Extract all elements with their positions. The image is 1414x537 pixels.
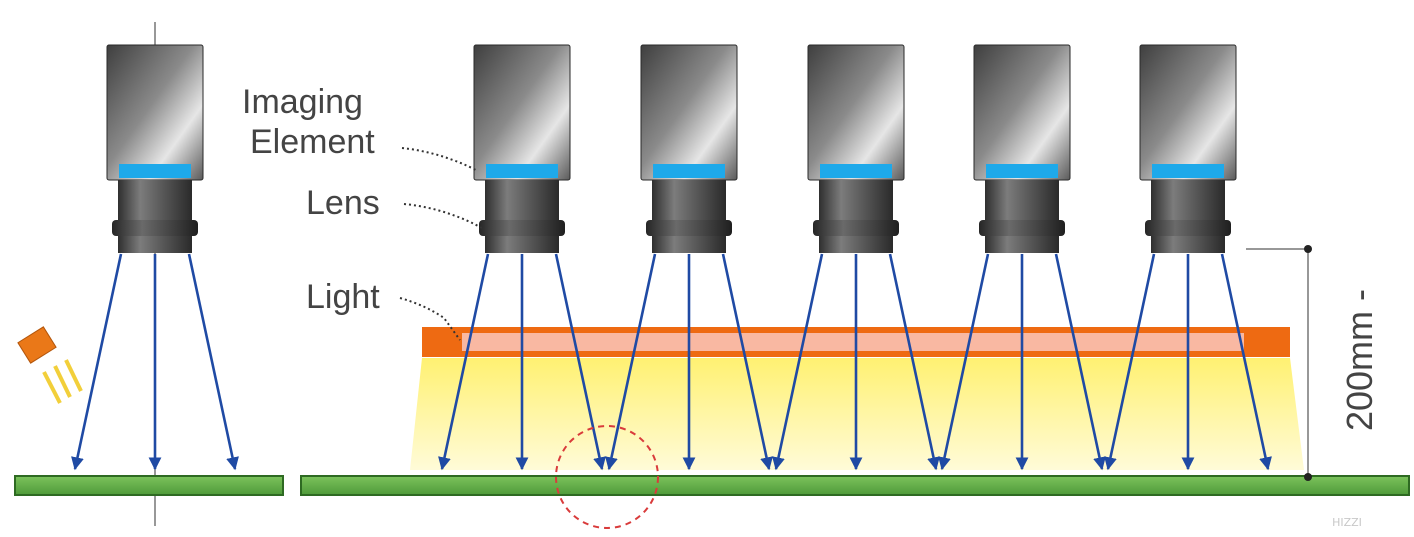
imaging-element-leader <box>401 147 477 171</box>
lens-body <box>485 180 559 220</box>
target-board-left <box>14 475 284 496</box>
lens-label: Lens <box>306 184 380 222</box>
imaging-element <box>1152 164 1224 178</box>
imaging-element <box>486 164 558 178</box>
camera-body <box>106 44 204 181</box>
ray-arrow <box>187 253 239 471</box>
dimension-bottom-dot <box>1304 473 1312 481</box>
side-light-source <box>17 326 57 364</box>
ray-arrow <box>1220 253 1272 471</box>
imaging-element <box>119 164 191 178</box>
lens-tip <box>1151 236 1225 253</box>
single-camera-rays <box>71 253 239 471</box>
ray-arrow <box>554 253 606 471</box>
lens-leader <box>403 203 483 229</box>
component-labels: Imaging Element Lens Light <box>242 83 483 341</box>
height-label: 200mm - <box>1339 289 1380 431</box>
lens-body <box>985 180 1059 220</box>
camera-body <box>640 44 738 181</box>
camera-4 <box>973 44 1071 253</box>
multi-camera-rays <box>438 253 1272 471</box>
side-light-ray <box>53 365 72 398</box>
ray-arrow <box>772 253 824 471</box>
lens-ring <box>979 220 1065 236</box>
camera-3 <box>807 44 905 253</box>
imaging-element <box>986 164 1058 178</box>
ray-arrow <box>605 253 657 471</box>
imaging-element <box>820 164 892 178</box>
target-board-right <box>300 475 1410 496</box>
lens-body <box>1151 180 1225 220</box>
camera-body <box>973 44 1071 181</box>
ray-arrow <box>721 253 773 471</box>
imaging-element <box>653 164 725 178</box>
single-camera-setup <box>14 22 284 526</box>
height-dimension: 200mm - <box>1246 245 1380 481</box>
lens-tip <box>652 236 726 253</box>
side-light-ray <box>64 359 83 392</box>
lens-tip <box>118 236 192 253</box>
light-bar-highlight <box>462 333 1244 351</box>
ray-arrow <box>938 253 990 471</box>
lens-ring <box>646 220 732 236</box>
camera-5 <box>1139 44 1237 253</box>
camera-single <box>106 44 204 253</box>
imaging-element-label-line1: Imaging <box>242 83 363 121</box>
ray-arrow <box>1104 253 1156 471</box>
ray-arrow <box>438 253 490 471</box>
camera-1 <box>473 44 571 253</box>
lens-tip <box>985 236 1059 253</box>
imaging-element-label-line2: Element <box>250 123 375 161</box>
camera-body <box>1139 44 1237 181</box>
lens-body <box>118 180 192 220</box>
lens-ring <box>479 220 565 236</box>
side-light-ray <box>42 371 62 404</box>
camera-2 <box>640 44 738 253</box>
light-label: Light <box>306 278 380 316</box>
camera-body <box>807 44 905 181</box>
ray-arrow <box>1054 253 1106 471</box>
watermark: HIZZI <box>1332 516 1362 529</box>
lens-ring <box>112 220 198 236</box>
overlap-highlight-circle <box>555 425 659 529</box>
ray-arrow <box>888 253 940 471</box>
side-light <box>17 326 83 404</box>
lens-tip <box>485 236 559 253</box>
lens-tip <box>819 236 893 253</box>
lens-ring <box>1145 220 1231 236</box>
camera-body <box>473 44 571 181</box>
light-leader <box>399 297 461 341</box>
dimension-top-dot <box>1304 245 1312 253</box>
lens-body <box>652 180 726 220</box>
multi-camera-setup <box>300 44 1410 529</box>
ray-arrow <box>71 253 123 471</box>
lens-body <box>819 180 893 220</box>
lens-ring <box>813 220 899 236</box>
